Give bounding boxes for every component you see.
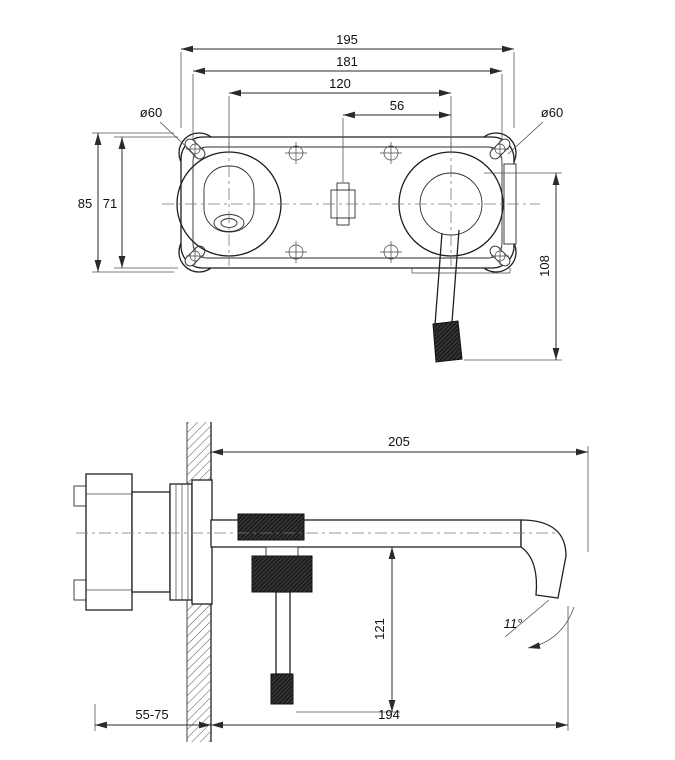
screw-markers [285, 142, 402, 263]
wall-hatch-lower [187, 602, 211, 742]
concealed-body [73, 473, 213, 611]
dim-valve-offset: 56 [342, 98, 451, 182]
dim-spout-length: 194 [211, 606, 569, 731]
wall-section [186, 422, 212, 742]
spout [210, 513, 567, 599]
dim-overall-height-label: 85 [78, 196, 92, 211]
dim-spout-reach-label: 205 [388, 434, 410, 449]
dim-overall-width-label: 195 [336, 32, 358, 47]
dim-overall-height: 85 [78, 132, 174, 273]
dim-body-width-label: 181 [336, 54, 358, 69]
dim-spout-length-label: 194 [378, 707, 400, 722]
handle-lever-top [432, 229, 463, 363]
dim-valve-offset-label: 56 [390, 98, 404, 113]
dim-body-height-label: 71 [103, 196, 117, 211]
dim-right-port-dia-label: ø60 [541, 105, 563, 120]
angle-annotation: 11° [504, 599, 575, 649]
dim-wall-depth-range-label: 55-75 [135, 707, 168, 722]
dim-body-width: 181 [192, 54, 503, 140]
handle-base [251, 555, 313, 593]
handle-grip-top [432, 320, 463, 363]
spout-outlet [520, 519, 567, 599]
dim-wall-depth-range: 55-75 [94, 704, 211, 731]
dim-spout-reach: 205 [211, 434, 589, 552]
dim-body-height: 71 [103, 136, 178, 269]
dim-handle-length-label: 108 [537, 255, 552, 277]
dim-left-port-dia-label: ø60 [140, 105, 162, 120]
side-view: 11° 205 121 194 55-75 [73, 422, 589, 742]
spout-collar [237, 513, 305, 541]
handle-grip-side [270, 673, 294, 705]
dim-right-port-dia: ø60 [507, 105, 563, 155]
front-view: 195 181 120 56 ø60 ø60 [78, 32, 563, 363]
handle-lever-side [251, 546, 313, 705]
dim-overall-width: 195 [180, 32, 515, 128]
centerlines-front [162, 142, 540, 266]
dim-handle-length: 108 [464, 172, 562, 361]
dim-port-spacing: 120 [228, 76, 452, 148]
mounting-slots [184, 138, 511, 267]
bottom-tab [411, 268, 511, 274]
dim-port-spacing-label: 120 [329, 76, 351, 91]
dim-left-port-dia: ø60 [140, 105, 195, 155]
outlet-angle-label: 11° [504, 616, 523, 631]
dim-handle-drop-label: 121 [372, 618, 387, 640]
dim-handle-drop: 121 [296, 547, 400, 713]
